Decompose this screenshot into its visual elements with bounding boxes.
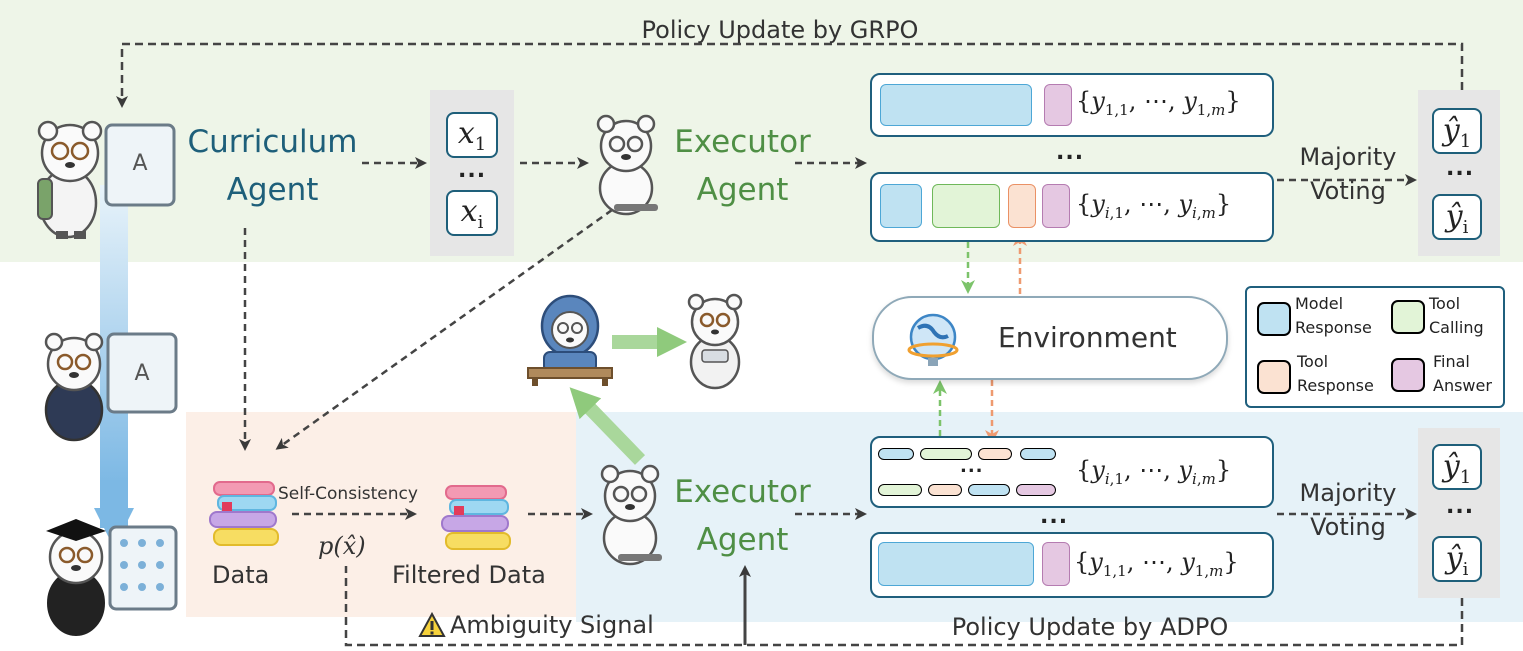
tool-response-chip [928, 484, 962, 496]
question-box-first: x1 [446, 112, 498, 158]
astronaut-bear [687, 293, 743, 390]
environment-label: Environment [998, 321, 1177, 354]
books-icon [209, 481, 279, 546]
model-response-chip [1020, 448, 1056, 460]
curriculum-agent-label: Curriculum Agent [187, 124, 358, 208]
books-icon [441, 485, 511, 550]
final-answer-chip [1044, 84, 1072, 126]
answer-dots-top: ... [1446, 156, 1475, 181]
tool-calling-chip [932, 184, 1000, 228]
svg-text:A: A [132, 151, 147, 176]
legend-label-final-answer: Final Answer [1433, 352, 1492, 395]
final-answer-chip [1042, 542, 1070, 586]
tool-calling-chip [920, 448, 972, 460]
majority-voting-label-top: Majority Voting [1299, 143, 1397, 205]
ambiguity-signal-label: Ambiguity Signal [450, 611, 654, 639]
evolution-arrow-diagonal [569, 387, 646, 465]
response-dots-top: ... [1056, 140, 1085, 165]
executor-bear-top [596, 114, 658, 216]
model-response-chip [878, 542, 1034, 586]
final-answer-chip [1042, 184, 1070, 228]
answer-box-last-top: ŷi [1432, 194, 1482, 240]
answer-box-first-bottom: ŷ1 [1432, 444, 1482, 490]
globe-icon [907, 313, 959, 366]
tool-calling-chip [878, 484, 922, 496]
legend: Model Response Tool Calling Tool Respons… [1245, 286, 1505, 408]
self-consistency-label: Self-Consistency [278, 484, 418, 504]
legend-swatch-final-answer [1391, 358, 1425, 392]
answer-set-i-top: {yi,1, ⋯, yi,m} [1076, 190, 1232, 222]
student-bear-at-desk [527, 294, 613, 386]
grpo-loop-arrow [116, 42, 1464, 108]
answer-set-i-bottom: {yi,1, ⋯, yi,m} [1076, 456, 1232, 488]
wrench-icon [618, 554, 662, 561]
question-box-last: xi [446, 190, 498, 236]
data-label: Data [212, 561, 270, 589]
intermediate-bear-teacher: A [44, 332, 178, 442]
response-box-1-bottom: {y1,1, ⋯, y1,m} [870, 532, 1274, 598]
model-response-chip [880, 84, 1032, 126]
executor-agent-label-bottom: Executor Agent [674, 474, 811, 558]
advanced-bear-teacher [46, 519, 178, 636]
majority-voting-label-bottom: Majority Voting [1299, 479, 1397, 541]
executor-to-data-arrow [275, 208, 613, 450]
answer-dots-bottom: ... [1446, 494, 1475, 519]
legend-swatch-tool-response [1257, 360, 1291, 394]
curriculum-bear-teacher: A [37, 120, 176, 239]
grpo-label: Policy Update by GRPO [641, 16, 919, 44]
answer-set-1-top: {y1,1, ⋯, y1,m} [1076, 87, 1241, 119]
answer-box-last-bottom: ŷi [1432, 536, 1482, 582]
response-box-1-top: {y1,1, ⋯, y1,m} [870, 73, 1274, 137]
p-hat-label: p(x̂) [318, 532, 366, 560]
model-response-chip [878, 448, 914, 460]
legend-label-tool-response: Tool Response [1297, 352, 1374, 395]
response-box-i-bottom: ... {yi,1, ⋯, yi,m} [870, 436, 1274, 508]
adpo-loop-path [344, 566, 1464, 647]
chip-dots: ... [960, 456, 984, 477]
svg-text:A: A [134, 361, 149, 386]
legend-label-tool-calling: Tool Calling [1429, 294, 1484, 337]
wrench-icon [614, 204, 658, 211]
legend-swatch-tool-calling [1391, 300, 1425, 334]
tool-response-chip [1008, 184, 1036, 228]
final-answer-chip [1016, 484, 1056, 496]
answer-set-1-bottom: {y1,1, ⋯, y1,m} [1074, 548, 1239, 580]
legend-label-model-response: Model Response [1295, 294, 1372, 337]
question-dots: ... [458, 158, 487, 183]
executor-bear-bottom [600, 464, 662, 566]
response-dots-bottom: ... [1040, 504, 1069, 529]
tool-response-chip [978, 448, 1012, 460]
filtered-data-label: Filtered Data [392, 561, 546, 589]
warning-icon [418, 612, 446, 637]
environment-node: Environment [872, 296, 1228, 380]
adpo-label: Policy Update by ADPO [951, 613, 1229, 641]
executor-agent-label-top: Executor Agent [674, 124, 811, 208]
model-response-chip [968, 484, 1010, 496]
answer-box-first-top: ŷ1 [1432, 108, 1482, 154]
legend-swatch-model-response [1257, 302, 1291, 336]
response-box-i-top: {yi,1, ⋯, yi,m} [870, 172, 1274, 242]
model-response-chip [880, 184, 922, 228]
